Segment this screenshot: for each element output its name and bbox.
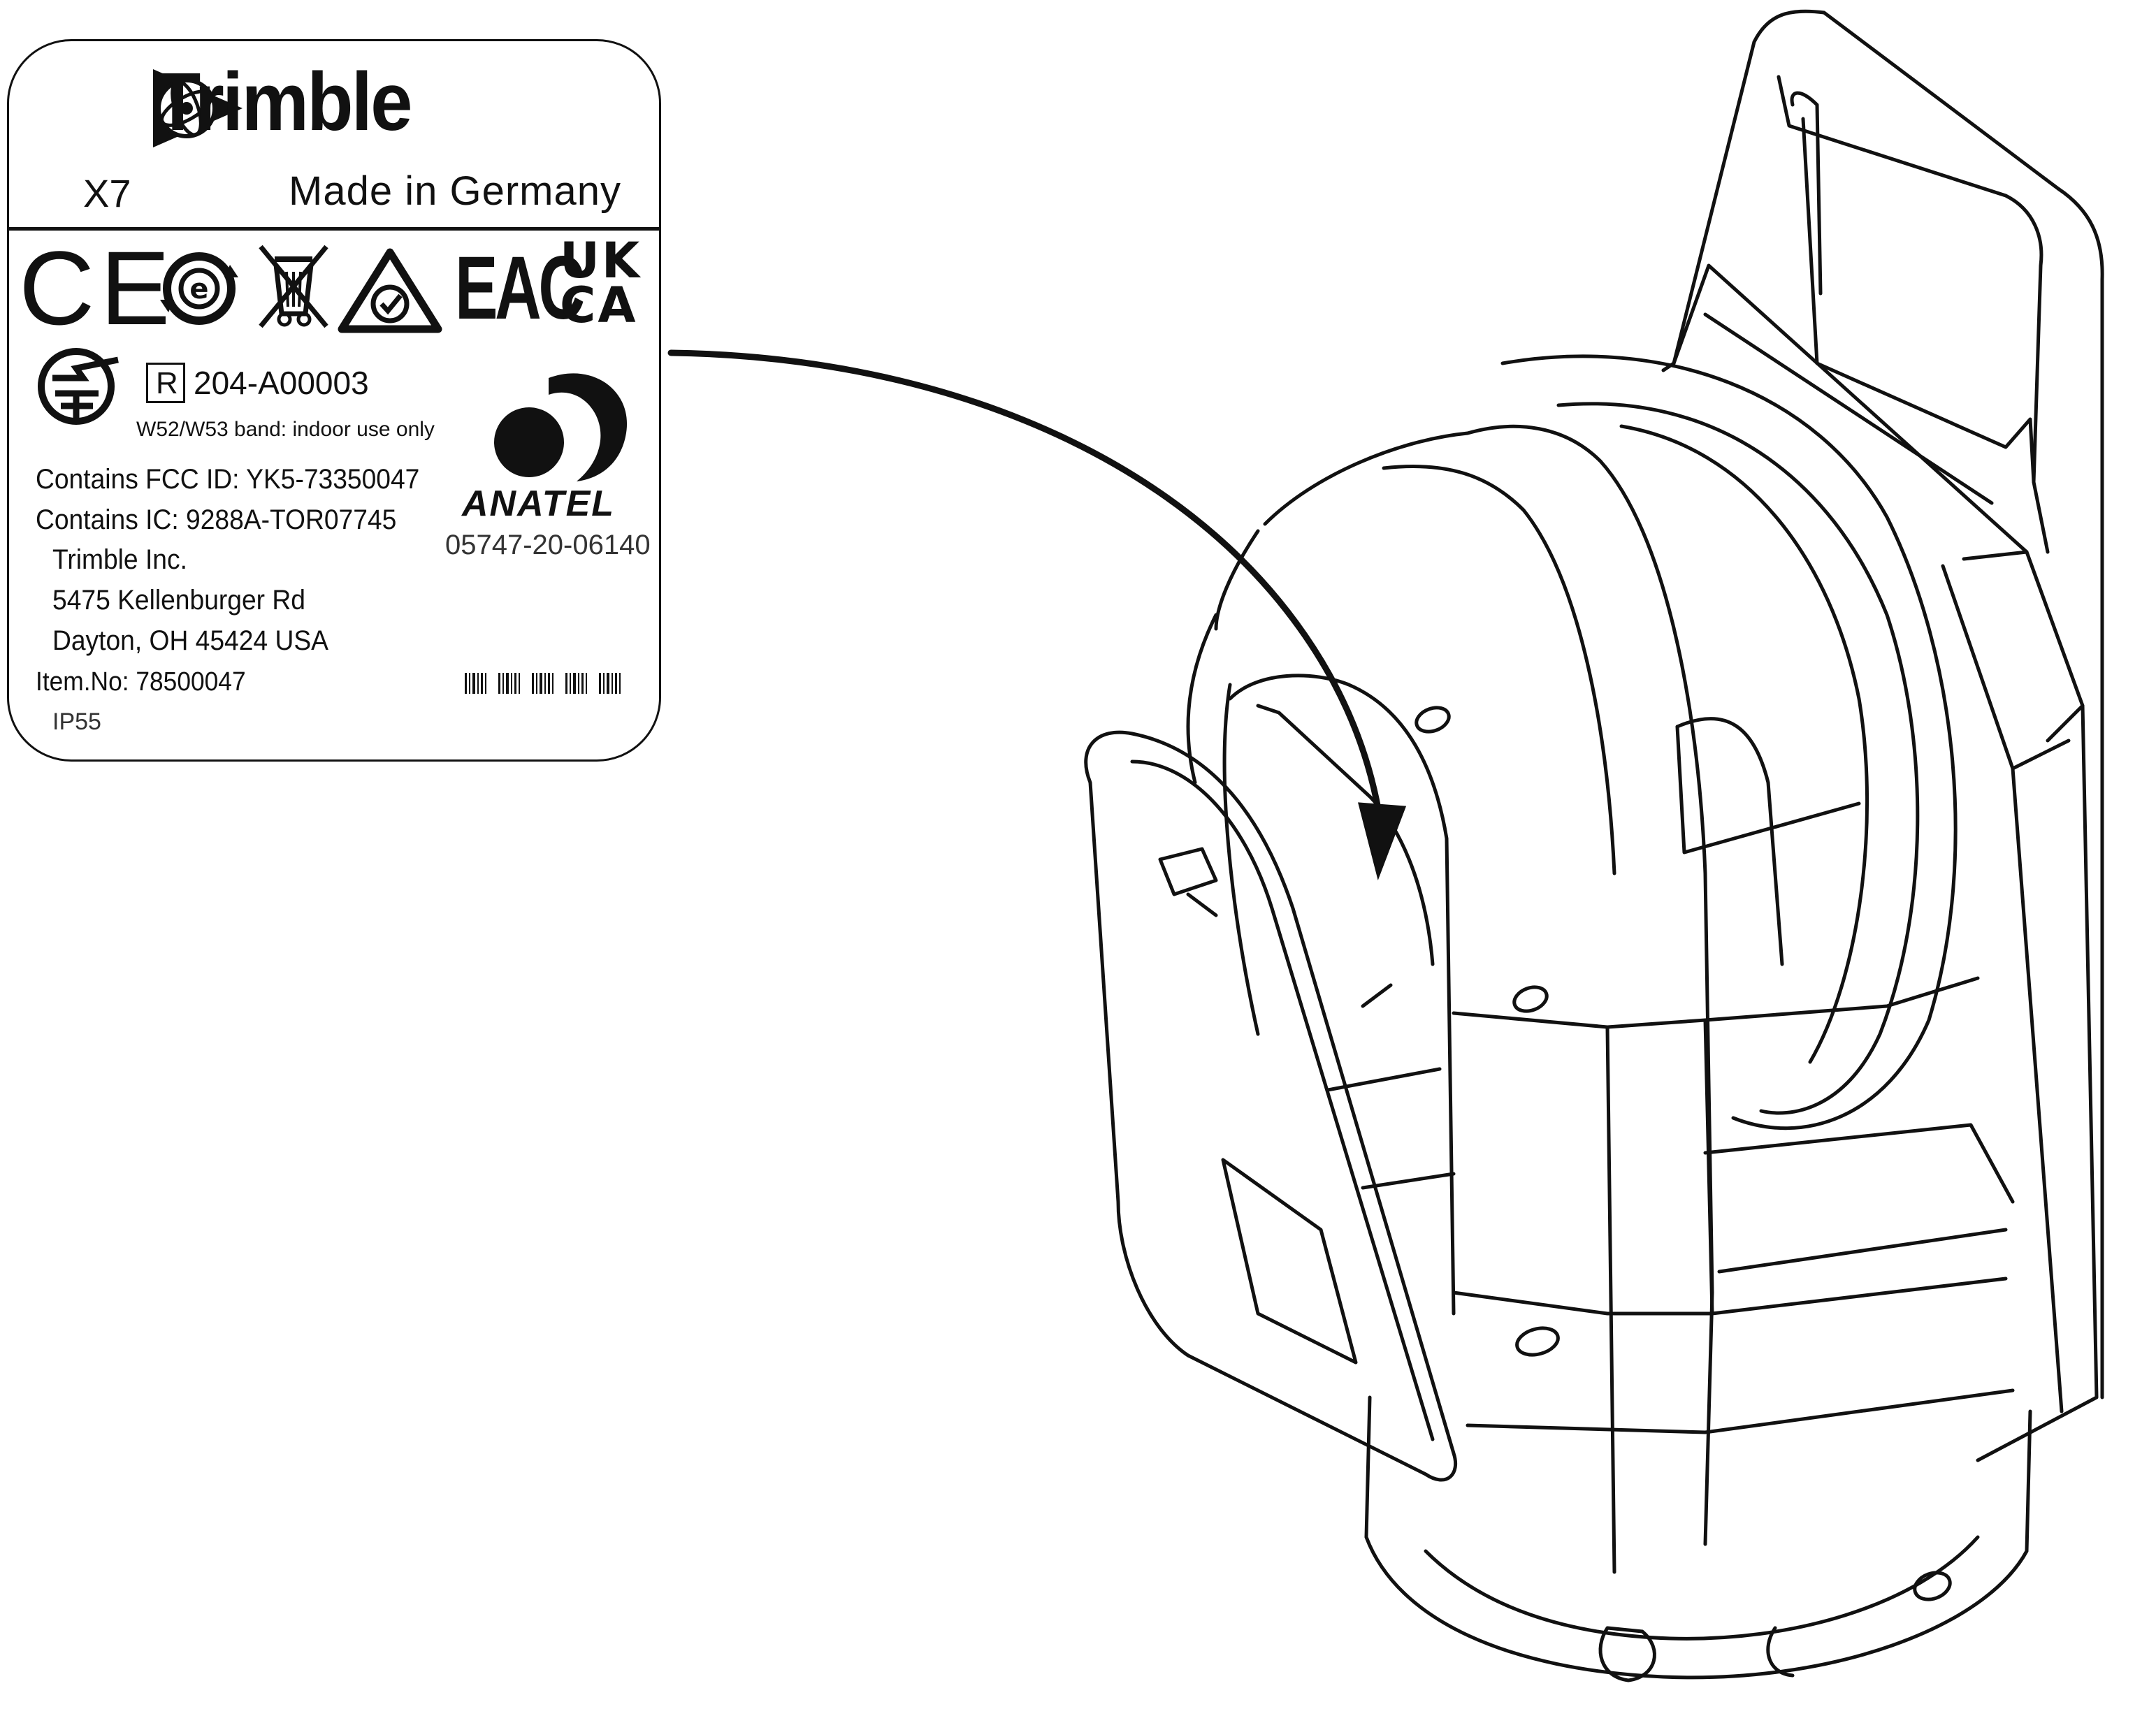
weee-bin-icon xyxy=(259,245,328,328)
scanner-device-icon xyxy=(1084,9,2104,1682)
ukca-mark-icon: UK CA xyxy=(560,232,642,335)
registered-symbol: R xyxy=(156,366,178,400)
brand-name: Trimble xyxy=(154,56,413,148)
anatel-logo-icon xyxy=(494,373,628,481)
barcode-icon xyxy=(465,673,621,694)
ip-rating: IP55 xyxy=(52,708,101,735)
ic-id: Contains IC: 9288A-TOR07745 xyxy=(36,504,397,535)
trimble-globe-icon xyxy=(153,69,243,147)
band-note: W52/W53 band: indoor use only xyxy=(136,418,435,441)
registered-box xyxy=(146,363,185,403)
ce-mark-icon: CE xyxy=(19,229,176,347)
anatel-wordmark: ANATEL xyxy=(462,483,616,524)
china-rohs-icon: e xyxy=(160,252,238,325)
label-divider xyxy=(9,227,659,231)
eac-mark-icon: EAC xyxy=(455,238,585,338)
country-of-origin: Made in Germany xyxy=(289,168,621,214)
ukca-top: UK xyxy=(560,232,642,289)
japan-giteki-icon xyxy=(38,348,119,425)
pointer-arrow-icon xyxy=(667,349,1407,880)
product-label: Trimble X7 Made in Germany CE e xyxy=(7,39,661,762)
model-name: X7 xyxy=(83,171,131,215)
manufacturer-street: 5475 Kellenburger Rd xyxy=(52,585,305,616)
fcc-id: Contains FCC ID: YK5-73350047 xyxy=(36,464,420,495)
ukca-bottom: CA xyxy=(560,277,638,335)
svg-text:e: e xyxy=(189,273,208,305)
japan-certification-number: 204-A00003 xyxy=(194,365,369,401)
manufacturer-city: Dayton, OH 45424 USA xyxy=(52,625,328,656)
manufacturer-name: Trimble Inc. xyxy=(52,544,187,575)
anatel-number: 05747-20-06140 xyxy=(445,530,651,560)
item-number: Item.No: 78500047 xyxy=(36,667,246,697)
rcm-mark-icon xyxy=(338,248,442,333)
